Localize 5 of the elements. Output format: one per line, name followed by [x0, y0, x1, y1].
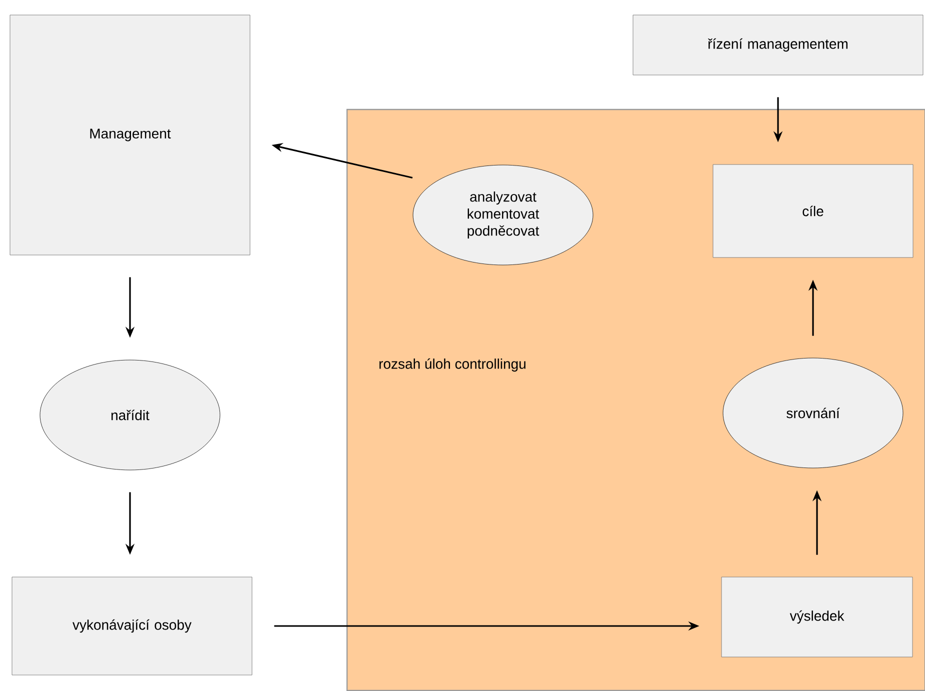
process-box: výsledek: [721, 576, 913, 658]
process-box: řízení managementem: [632, 14, 924, 76]
process-box: cíle: [712, 164, 914, 258]
process-box: vykonávající osoby: [12, 576, 252, 676]
process-box: Management: [10, 14, 250, 256]
